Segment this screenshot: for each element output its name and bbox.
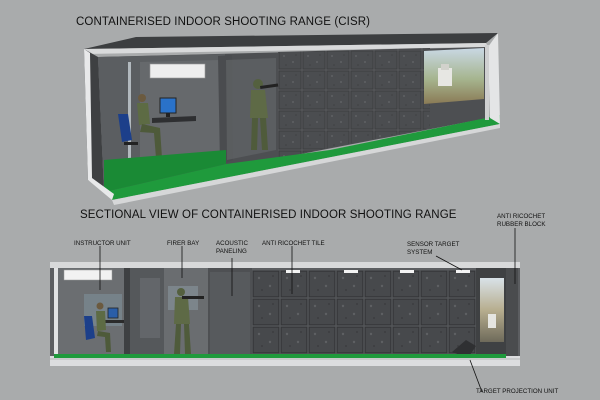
monitor-icon <box>159 97 177 114</box>
anti-ricochet-rubber-block-label: ANTI RICOCHET RUBBER BLOCK <box>497 213 545 228</box>
anti-ricochet-tile-label: ANTI RICOCHET TILE <box>262 240 325 247</box>
acoustic-paneling-line-2: PANELING <box>216 247 247 255</box>
acoustic-paneling-label: ACOUSTIC PANELING <box>216 240 248 255</box>
target-projection-unit <box>452 340 476 358</box>
rubber-block-line-2: RUBBER BLOCK <box>497 220 546 228</box>
sectional-container-view <box>50 262 520 366</box>
section-air-conditioner <box>63 269 113 281</box>
section-monitor-icon <box>107 307 119 319</box>
firer-soldier <box>250 90 268 118</box>
section-firer-soldier <box>174 297 190 324</box>
floor-green <box>104 115 500 200</box>
isometric-container-view <box>84 33 500 205</box>
container-roof <box>84 33 498 49</box>
sensor-target-line-1: SENSOR TARGET <box>407 241 460 248</box>
rubber-block-line-1: ANTI RICOCHET <box>497 213 546 220</box>
target-projection-unit-label: TARGET PROJECTION UNIT <box>476 388 559 395</box>
sensor-target-system-label: SENSOR TARGET SYSTEM <box>407 241 459 256</box>
instructor-unit-label: INSTRUCTOR UNIT <box>74 240 131 247</box>
air-conditioner <box>149 63 206 79</box>
firer-bay-label: FIRER BAY <box>167 240 200 247</box>
sensor-target-leader <box>435 255 463 271</box>
instructor-figure <box>137 103 150 125</box>
acoustic-paneling-line-1: ACOUSTIC <box>216 240 248 247</box>
sensor-target-system <box>456 270 470 273</box>
anti-ricochet-tile-wall <box>278 48 430 158</box>
section-projection-screen <box>480 278 504 342</box>
projection-unit-leader <box>469 359 483 393</box>
office-chair <box>118 114 132 142</box>
sensor-target-line-2: SYSTEM <box>407 248 433 256</box>
instructor-desk <box>152 116 196 123</box>
main-title: CONTAINERISED INDOOR SHOOTING RANGE (CIS… <box>76 16 371 28</box>
sectional-title: SECTIONAL VIEW OF CONTAINERISED INDOOR S… <box>80 209 457 221</box>
projection-screen <box>424 48 484 104</box>
callout-lines <box>99 228 516 393</box>
anti-ricochet-rubber-block <box>506 268 518 356</box>
container-front-frame <box>84 49 114 200</box>
section-tile-wall <box>252 270 476 356</box>
section-floor-green <box>54 354 506 359</box>
section-instructor-figure <box>96 311 106 331</box>
